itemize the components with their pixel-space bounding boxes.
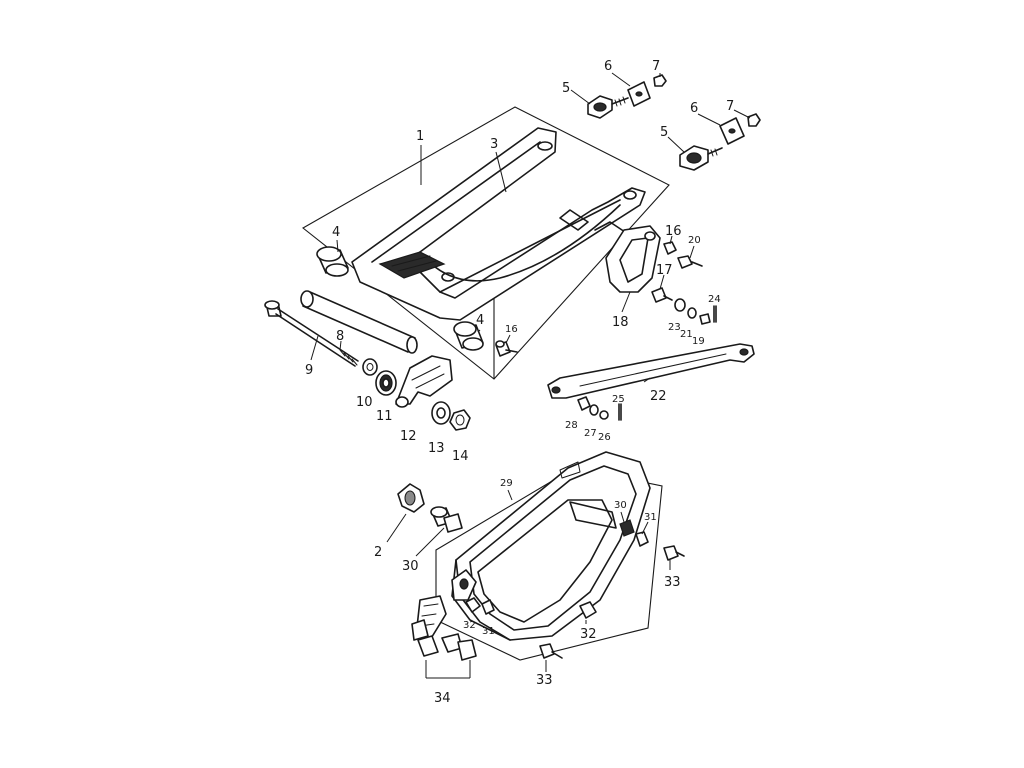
chain-case xyxy=(455,451,651,641)
callout-16-right: 16 xyxy=(665,224,682,239)
callout-27: 27 xyxy=(584,428,597,439)
callout-8: 8 xyxy=(336,329,344,344)
callout-29: 29 xyxy=(500,478,513,489)
callout-33-lower: 33 xyxy=(536,673,553,688)
callout-32-left: 32 xyxy=(463,620,476,631)
callout-14: 14 xyxy=(452,449,469,464)
chain-slider-12 xyxy=(395,355,453,405)
chain-adjuster-lower xyxy=(679,113,761,171)
callout-7-upper: 7 xyxy=(652,59,660,74)
callout-10: 10 xyxy=(356,395,373,410)
swingarm-frame xyxy=(351,127,646,321)
pivot-bolt xyxy=(264,300,359,367)
chain-case-assembly-group xyxy=(411,451,685,661)
cover-plate-2 xyxy=(397,483,425,513)
callout-25: 25 xyxy=(612,394,625,405)
callout-21: 21 xyxy=(680,329,693,340)
washer-10 xyxy=(362,358,378,376)
callout-23: 23 xyxy=(668,322,681,333)
callout-16-left: 16 xyxy=(505,324,518,335)
callout-11: 11 xyxy=(376,409,393,424)
callout-5-lower: 5 xyxy=(660,125,668,140)
callout-12: 12 xyxy=(400,429,417,444)
callout-7-lower: 7 xyxy=(726,99,734,114)
bushing-collar-right xyxy=(453,321,484,351)
callout-6-upper: 6 xyxy=(604,59,612,74)
callout-9: 9 xyxy=(305,363,313,378)
callout-6-lower: 6 xyxy=(690,101,698,116)
collar-bolt-30-left xyxy=(430,506,463,533)
chain-adjuster-upper xyxy=(587,74,667,119)
callout-33-right: 33 xyxy=(664,575,681,590)
callout-31-right: 31 xyxy=(644,512,657,523)
callout-30-right: 30 xyxy=(614,500,627,511)
callout-2: 2 xyxy=(374,545,382,560)
callout-19: 19 xyxy=(692,336,705,347)
callout-30-left: 30 xyxy=(402,559,419,574)
callout-20: 20 xyxy=(688,235,701,246)
callout-1: 1 xyxy=(416,129,424,144)
bearing-11 xyxy=(375,370,397,396)
callout-26: 26 xyxy=(598,432,611,443)
callout-labels: 1 3 4 4 5 6 7 5 6 7 8 9 10 11 12 13 14 1… xyxy=(305,59,734,706)
torque-rod-22 xyxy=(547,343,755,421)
bushing-collar-left xyxy=(316,246,349,277)
callout-18: 18 xyxy=(612,315,629,330)
callout-32-right: 32 xyxy=(580,627,597,642)
callout-34: 34 xyxy=(434,691,451,706)
brake-torque-link-area xyxy=(605,225,717,325)
callout-24: 24 xyxy=(708,294,721,305)
callout-3: 3 xyxy=(490,137,498,152)
callout-17: 17 xyxy=(656,263,673,278)
swingarm-assembly-group xyxy=(264,106,670,431)
callout-4-right: 4 xyxy=(476,313,484,328)
callout-31-left: 31 xyxy=(482,626,495,637)
grease-nipple-16-left xyxy=(495,340,518,357)
callout-5-upper: 5 xyxy=(562,81,570,96)
callout-13: 13 xyxy=(428,441,445,456)
nut-14 xyxy=(449,409,471,431)
pivot-tube xyxy=(300,290,418,354)
callout-4-left: 4 xyxy=(332,225,340,240)
callout-28: 28 xyxy=(565,420,578,431)
callout-22: 22 xyxy=(650,389,667,404)
swingarm-assembly-box xyxy=(302,106,670,380)
leader-lines xyxy=(310,72,751,679)
washer-13 xyxy=(431,401,451,425)
